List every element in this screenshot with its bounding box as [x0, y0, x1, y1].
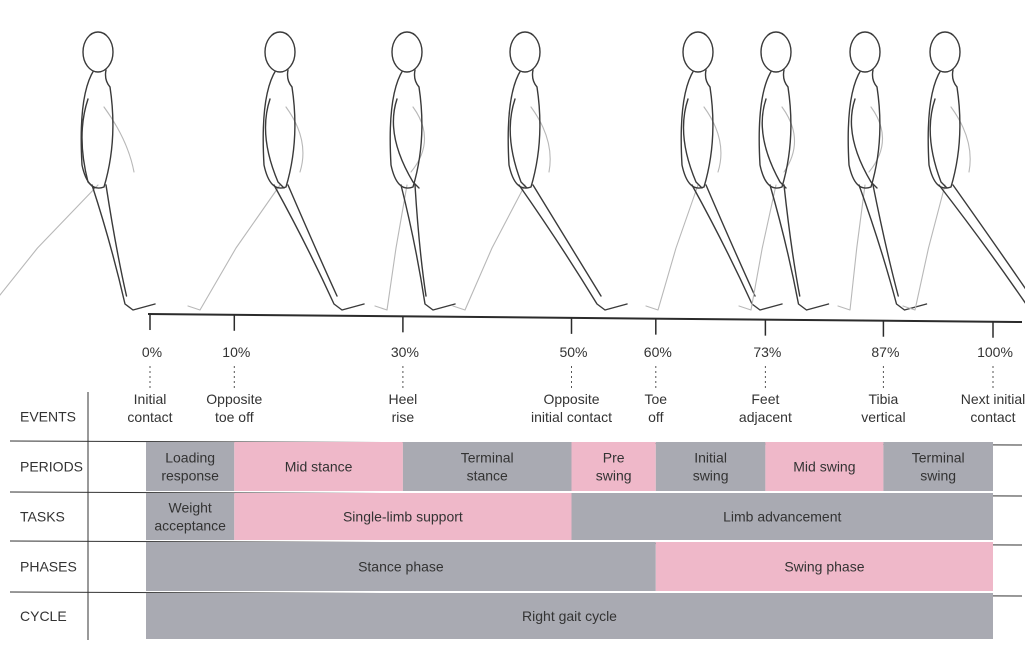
cell-text: Initial — [694, 450, 727, 466]
percent-label: 0% — [142, 344, 162, 360]
gait-timeline: 0% Initial contact 10% Opposite toe off 30% Hee… — [127, 314, 1025, 425]
cell-text: acceptance — [154, 518, 226, 534]
cell-text: swing — [693, 468, 729, 484]
cell-text: stance — [467, 468, 508, 484]
percent-label: 100% — [977, 344, 1013, 360]
cell-text: Right gait cycle — [522, 608, 617, 624]
cell-text: Weight — [168, 500, 211, 516]
walking-figure — [375, 32, 455, 310]
walking-figure — [838, 32, 927, 310]
percent-label: 50% — [559, 344, 587, 360]
cell-text: Swing phase — [784, 559, 864, 575]
event-label: Opposite — [206, 391, 262, 407]
walking-figure — [453, 32, 627, 310]
event-label: contact — [970, 409, 1015, 425]
row-label: EVENTS — [20, 409, 76, 425]
gait-phase-table: EVENTS PERIODS Loading response Mid stance Te… — [10, 392, 1022, 640]
cell-text: Loading — [165, 450, 215, 466]
event-label: initial contact — [531, 409, 612, 425]
cell-text: Pre — [603, 450, 625, 466]
event-label: Next initial — [961, 391, 1025, 407]
cell-text: Terminal — [912, 450, 965, 466]
walking-figure — [903, 32, 1025, 310]
event-label: rise — [392, 409, 415, 425]
event-label: Initial — [134, 391, 167, 407]
row-label: PERIODS — [20, 459, 83, 475]
cell-text: swing — [596, 468, 632, 484]
event-label: toe off — [215, 409, 254, 425]
event-label: Opposite — [543, 391, 599, 407]
event-label: Toe — [645, 391, 668, 407]
event-label: off — [648, 409, 663, 425]
cell-text: response — [161, 468, 219, 484]
walking-figure — [188, 32, 364, 310]
cell-text: Limb advancement — [723, 509, 841, 525]
walking-figures — [0, 32, 1025, 310]
event-label: vertical — [861, 409, 905, 425]
cell-text: swing — [920, 468, 956, 484]
event-label: Tibia — [868, 391, 898, 407]
percent-label: 73% — [753, 344, 781, 360]
event-label: Feet — [751, 391, 779, 407]
row-label: PHASES — [20, 559, 77, 575]
cell-text: Terminal — [461, 450, 514, 466]
percent-label: 10% — [222, 344, 250, 360]
walking-figure — [739, 32, 829, 310]
timeline-axis — [148, 314, 1022, 322]
percent-label: 30% — [391, 344, 419, 360]
cell-text: Stance phase — [358, 559, 444, 575]
cell-text: Mid stance — [285, 459, 353, 475]
walking-figure — [0, 32, 155, 310]
percent-label: 60% — [644, 344, 672, 360]
cell-text: Mid swing — [793, 459, 855, 475]
row-label: TASKS — [20, 509, 65, 525]
event-label: adjacent — [739, 409, 792, 425]
cell-text: Single-limb support — [343, 509, 463, 525]
event-label: contact — [127, 409, 172, 425]
percent-label: 87% — [871, 344, 899, 360]
row-label: CYCLE — [20, 608, 67, 624]
event-label: Heel — [389, 391, 418, 407]
